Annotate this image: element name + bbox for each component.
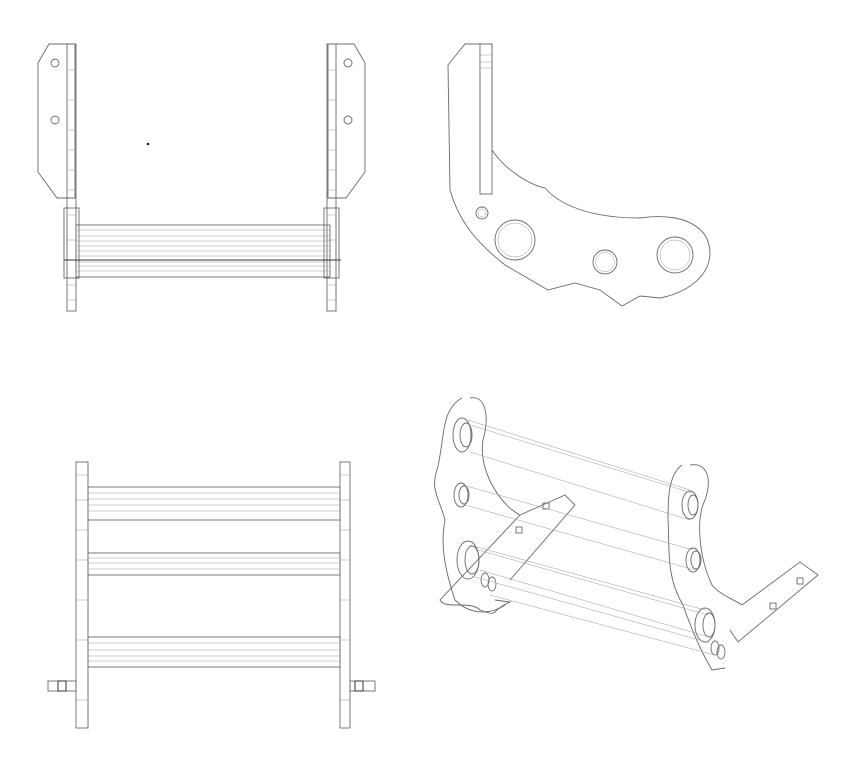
side-view: [447, 43, 711, 307]
center-point: [146, 142, 150, 146]
front-view: [37, 43, 366, 312]
left-mounting-plate: [37, 43, 80, 312]
top-view: [47, 461, 376, 729]
rod-bundle: [64, 224, 341, 278]
isometric-view: [434, 397, 819, 671]
